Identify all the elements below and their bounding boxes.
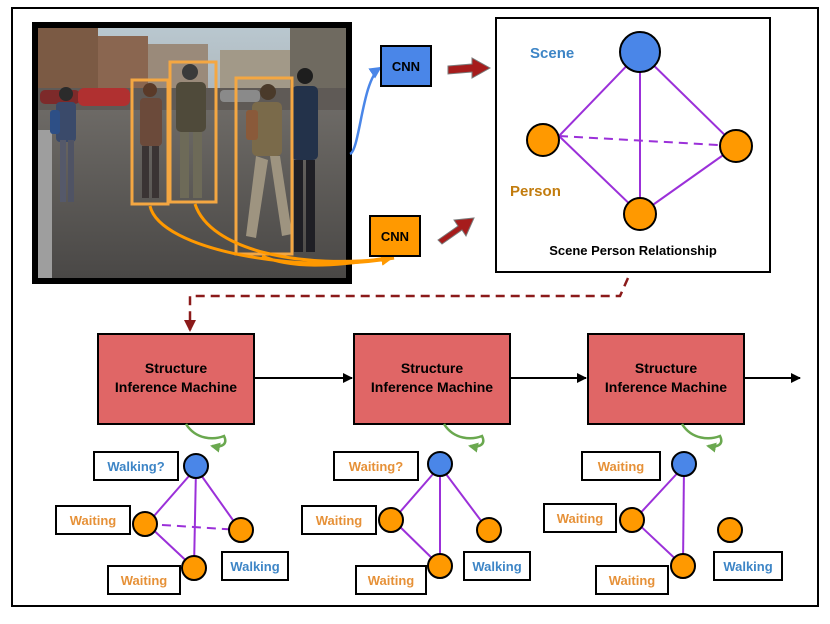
graph-2-person-bottom xyxy=(427,553,453,579)
cnn-scene-box: CNN xyxy=(380,45,432,87)
rel-scene-node xyxy=(619,31,661,73)
rel-edge-scene-right xyxy=(639,51,737,147)
recurrence-arrow-2 xyxy=(442,423,485,453)
pedestrian-2 xyxy=(140,83,162,198)
car-2 xyxy=(78,88,130,106)
graph-3-person-right xyxy=(717,517,743,543)
graph-2-person-left xyxy=(378,507,404,533)
relationship-caption: Scene Person Relationship xyxy=(549,243,717,258)
bbox-person-1 xyxy=(130,78,170,206)
graph-1-person-left xyxy=(132,511,158,537)
person-feature-arc-3 xyxy=(261,252,395,267)
graph-3: Waiting Waiting Waiting Walking xyxy=(543,451,783,595)
graph-1-scene-label: Walking? xyxy=(107,459,164,474)
rel-person-node-left xyxy=(526,123,560,157)
cnn-person-box: CNN xyxy=(369,215,421,257)
pedestrian-3 xyxy=(176,64,206,198)
rel-person-node-right xyxy=(719,129,753,163)
cnn-person-label: CNN xyxy=(381,229,409,244)
recurrence-arrow-3 xyxy=(680,423,723,453)
sim-1-line1: Structure xyxy=(145,360,207,376)
cnn-scene-label: CNN xyxy=(392,59,420,74)
car-3 xyxy=(220,90,260,102)
cnn-scene-output-arrow xyxy=(447,57,492,79)
feedback-dashed-arrow xyxy=(184,277,630,332)
sim-2-line2: Inference Machine xyxy=(371,379,493,395)
building-far xyxy=(220,50,290,88)
graph-3-right-label: Walking xyxy=(723,559,772,574)
graph-1-left-label: Waiting xyxy=(70,513,117,528)
graph-3-person-left xyxy=(619,507,645,533)
person-label: Person xyxy=(510,183,561,200)
pedestrian-left xyxy=(50,87,76,202)
graph-1-bottom-label: Waiting xyxy=(121,573,168,588)
sim-block-2: Structure Inference Machine xyxy=(353,333,511,425)
cnn-person-output-arrow xyxy=(437,217,475,245)
graph-1-right-label: Walking xyxy=(230,559,279,574)
sim-block-3: Structure Inference Machine xyxy=(587,333,745,425)
graph-3-left-label: Waiting xyxy=(557,511,604,526)
sim-2-line1: Structure xyxy=(401,360,463,376)
sim-block-1: Structure Inference Machine xyxy=(97,333,255,425)
graph-3-scene-node xyxy=(671,451,697,477)
graph-2-person-right xyxy=(476,517,502,543)
building-left xyxy=(38,28,98,90)
graph-2: Waiting? Waiting Waiting Walking xyxy=(301,451,531,595)
sim-3-line1: Structure xyxy=(635,360,697,376)
scene-feature-arrow xyxy=(349,66,382,156)
graph-1-person-right xyxy=(228,517,254,543)
rel-edge-right-bottom xyxy=(639,145,737,215)
graph-1-scene-node xyxy=(183,453,209,479)
sim-3-line2: Inference Machine xyxy=(605,379,727,395)
relationship-panel: Scene Person Scene Person Relationship xyxy=(495,17,771,273)
graph-2-left-label: Waiting xyxy=(316,513,363,528)
rel-person-node-bottom xyxy=(623,197,657,231)
scene-label: Scene xyxy=(530,45,574,62)
pedestrian-4 xyxy=(246,84,292,238)
graph-3-bottom-label: Waiting xyxy=(609,573,656,588)
graph-2-scene-node xyxy=(427,451,453,477)
graph-3-scene-label: Waiting xyxy=(598,459,645,474)
bbox-person-2 xyxy=(168,60,218,204)
post xyxy=(38,130,52,278)
sim-1-line2: Inference Machine xyxy=(115,379,237,395)
video-frame xyxy=(32,22,352,284)
graph-2-scene-label: Waiting? xyxy=(349,459,403,474)
graph-1-person-bottom xyxy=(181,555,207,581)
pedestrian-right xyxy=(292,68,318,252)
graph-2-bottom-label: Waiting xyxy=(368,573,415,588)
rel-edge-left-bottom xyxy=(558,135,641,215)
recurrence-arrow-1 xyxy=(184,423,227,453)
graph-2-right-label: Walking xyxy=(472,559,521,574)
graph-3-person-bottom xyxy=(670,553,696,579)
graph-1: Walking? Waiting Waiting Walking xyxy=(55,451,289,595)
